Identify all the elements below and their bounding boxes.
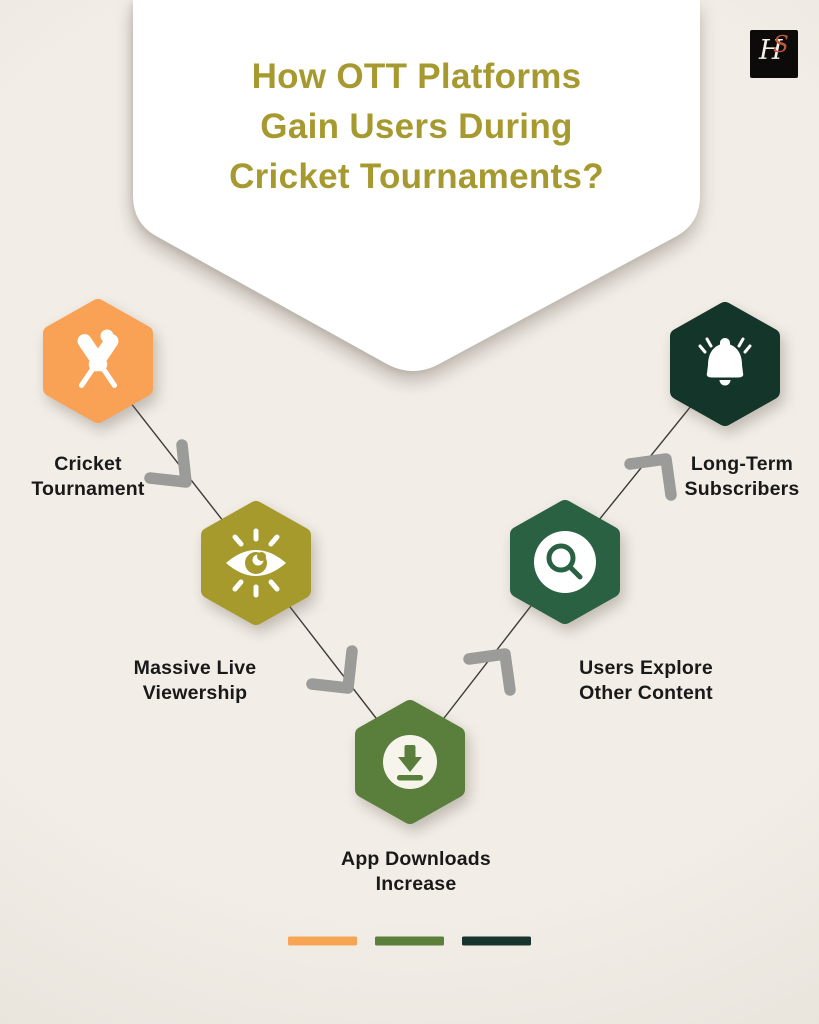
flow-arrowheads [144, 439, 677, 696]
brand-logo: H S [750, 30, 798, 78]
arrow-up-right-icon [624, 453, 677, 501]
flow-step-users-explore-other-content [509, 499, 621, 625]
logo-monogram: S [773, 32, 789, 58]
step-label-line: App Downloads [341, 848, 491, 870]
flow-step-massive-live-viewership [200, 500, 312, 626]
header-ribbon [133, 0, 700, 371]
step-label-app-downloads-increase: App Downloads Increase [321, 847, 511, 897]
arrow-down-right-icon [144, 439, 192, 488]
step-label-line: Increase [375, 873, 457, 895]
legend-dash-green [375, 936, 444, 946]
step-label-line: Long-Term [690, 453, 794, 475]
step-label-users-explore-other-content: Users Explore Other Content [551, 656, 741, 706]
legend-dash-orange [288, 936, 357, 946]
step-label-cricket-tournament: Cricket Tournament [0, 452, 183, 502]
flow-step-long-term-subscribers [669, 301, 781, 427]
page-title: How OTT Platforms Gain Users During Cric… [133, 52, 700, 202]
step-label-line: Subscribers [684, 478, 800, 500]
title-line: How OTT Platforms [251, 57, 582, 96]
step-label-line: Tournament [31, 478, 145, 500]
step-label-line: Users Explore [579, 657, 713, 679]
logo-monogram: H [759, 35, 783, 66]
title-line: Cricket Tournaments? [229, 157, 604, 196]
arrow-up-right-icon [463, 648, 516, 696]
step-label-line: Other Content [579, 682, 713, 704]
step-label-line: Cricket [54, 453, 122, 475]
eye-icon [226, 528, 286, 598]
title-line: Gain Users During [260, 107, 573, 146]
flow-step-cricket-tournament [42, 298, 154, 424]
step-label-line: Massive Live [133, 657, 257, 679]
bell-icon [698, 337, 752, 386]
flow-step-app-downloads-increase [354, 699, 466, 825]
search-icon [534, 531, 596, 593]
color-legend [288, 936, 531, 946]
step-label-long-term-subscribers: Long-Term Subscribers [647, 452, 819, 502]
legend-dash-dark-green [462, 936, 531, 946]
arrow-down-right-icon [306, 645, 358, 694]
cricket-bats-icon [77, 329, 119, 388]
step-label-massive-live-viewership: Massive Live Viewership [100, 656, 290, 706]
step-label-line: Viewership [142, 682, 248, 704]
download-icon [383, 735, 437, 789]
